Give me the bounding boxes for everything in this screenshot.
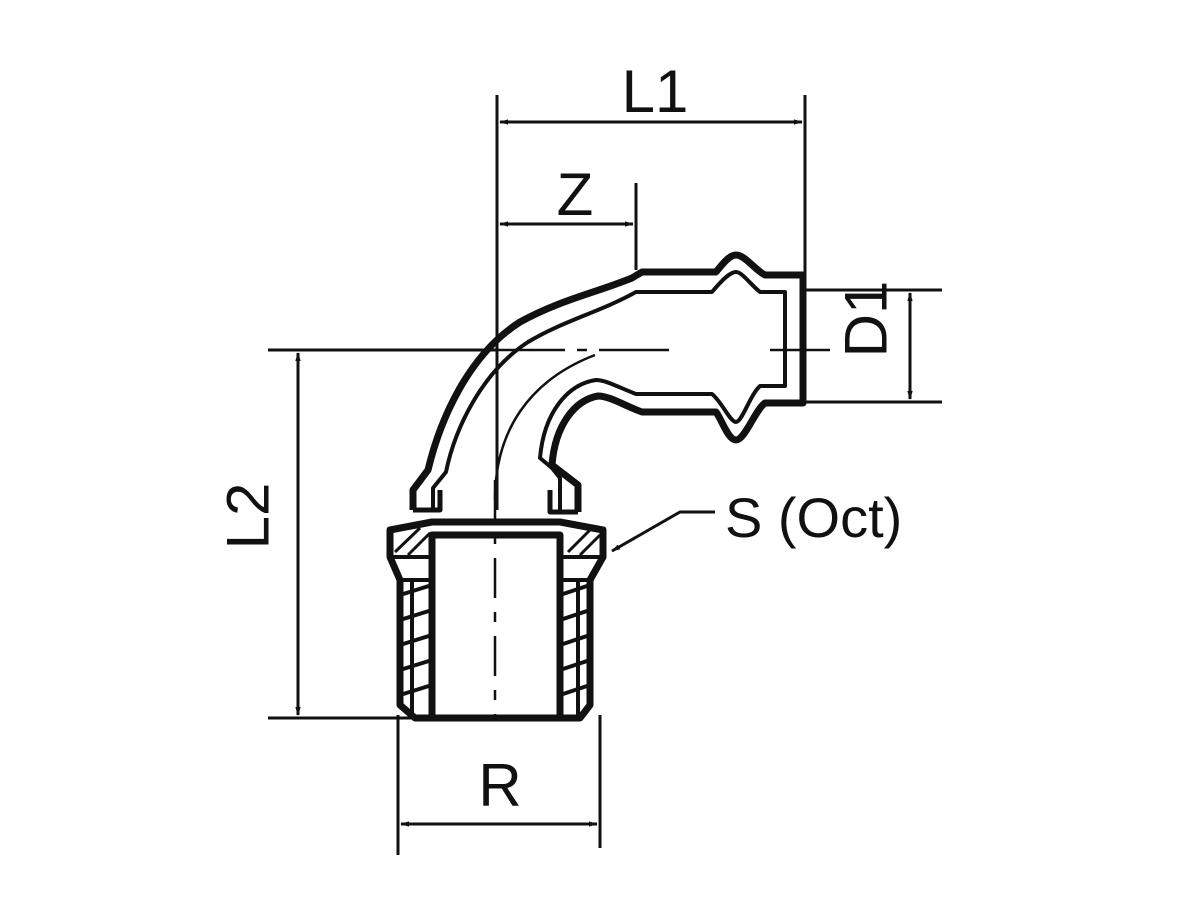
label-d1: D1: [833, 281, 900, 358]
label-s-oct: S (Oct): [725, 486, 902, 549]
hex-hatch: [393, 526, 602, 557]
elbow-inner-contour: [431, 270, 787, 512]
label-z: Z: [557, 161, 594, 228]
label-l1: L1: [622, 58, 689, 125]
label-r: R: [478, 752, 521, 819]
elbow-outer-contour: [409, 251, 807, 512]
hex-chamfer-lines: [390, 555, 603, 582]
thread-left: [399, 580, 433, 718]
leader-s-oct: [611, 510, 715, 553]
label-l2: L2: [215, 483, 282, 550]
fitting-body: [386, 251, 807, 722]
crimp-collar: [413, 490, 578, 515]
thread-right: [559, 580, 591, 718]
dimension-lines: [268, 95, 942, 855]
